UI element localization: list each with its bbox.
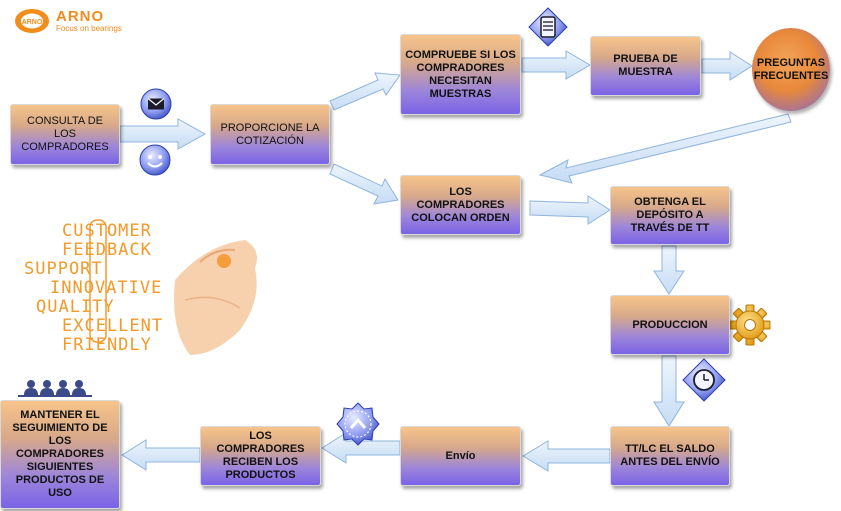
customer-service-word-art: CUSTOMER FEEDBACK SUPPORT INNOVATIVE QUA… (24, 222, 163, 355)
gear-icon (729, 304, 771, 346)
word-innovative: INNOVATIVE (50, 278, 163, 298)
node-cotizacion: PROPORCIONE LA COTIZACIÓN (210, 104, 330, 165)
node-produccion: PRODUCCION (610, 295, 730, 355)
server-icon (528, 7, 568, 47)
node-colocan: LOS COMPRADORES COLOCAN ORDEN (400, 175, 521, 235)
node-saldo: TT/LC EL SALDO ANTES DEL ENVÍO (610, 426, 730, 486)
people-icon (18, 380, 92, 397)
word-feedback: FEEDBACK (62, 240, 152, 260)
node-consulta: CONSULTA DE LOS COMPRADORES (10, 104, 120, 165)
envelope-icon (140, 88, 172, 120)
arrow-produccion-to-saldo (653, 355, 685, 427)
brand-logo: ARNO ARNO Focus on bearings (14, 8, 122, 34)
bearing-logo-icon: ARNO (15, 9, 49, 33)
arrow-prueba-to-preguntas (701, 51, 753, 81)
node-compruebe: COMPRUEBE SI LOS COMPRADORES NECESITAN M… (400, 34, 521, 115)
arrow-reciben-to-mantener (121, 439, 201, 471)
brand-tagline: Focus on bearings (56, 24, 122, 33)
hand-icon (174, 240, 258, 355)
node-prueba: PRUEBA DE MUESTRA (590, 36, 701, 96)
logo-badge-text: ARNO (22, 19, 43, 26)
brand-name: ARNO (56, 8, 105, 25)
arrow-compruebe-to-prueba (521, 50, 591, 80)
node-reciben: LOS COMPRADORES RECIBEN LOS PRODUCTOS (200, 426, 321, 486)
word-quality: QUALITY (36, 297, 115, 317)
word-excellent: EXCELLENT (62, 316, 164, 336)
arrow-colocan-to-deposito (529, 195, 611, 225)
word-support: SUPPORT (24, 259, 103, 279)
arrow-cotizacion-to-colocan (329, 163, 399, 205)
arrow-deposito-to-produccion (653, 245, 685, 295)
node-envio: Envío (400, 426, 521, 486)
arrow-preguntas-to-colocan (538, 113, 792, 184)
word-customer: CUSTOMER (62, 221, 152, 241)
service-frame (89, 219, 107, 343)
node-mantener: MANTENER EL SEGUIMIENTO DE LOS COMPRADOR… (0, 400, 120, 509)
node-preguntas: PREGUNTAS FRECUENTES (752, 28, 830, 111)
arrow-consulta-to-cotizacion (119, 118, 207, 150)
up-arrow-badge-icon (336, 402, 380, 446)
smiley-icon (139, 144, 171, 176)
word-friendly: FRIENDLY (62, 335, 152, 355)
node-deposito: OBTENGA EL DEPÓSITO A TRAVÉS DE TT (610, 186, 730, 245)
arrow-cotizacion-to-compruebe (329, 72, 401, 111)
arrow-saldo-to-envio (522, 440, 611, 472)
clock-icon (682, 358, 726, 402)
